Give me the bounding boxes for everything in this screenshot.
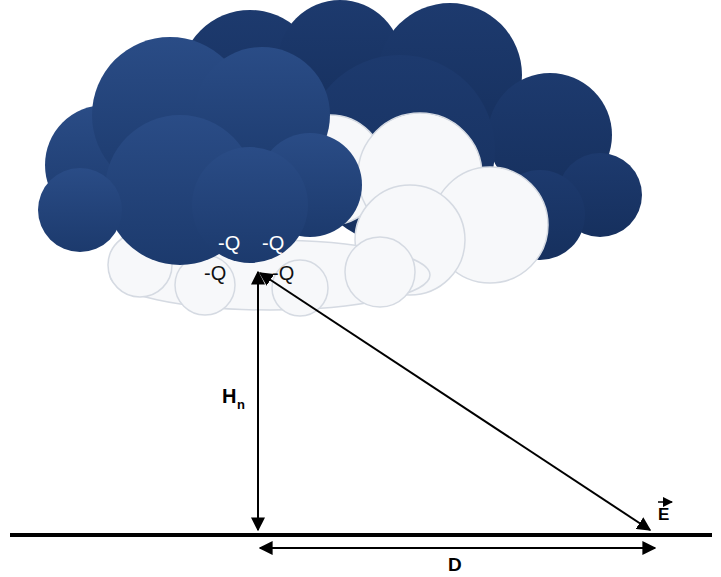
charge-label: -Q bbox=[272, 263, 294, 283]
height-arrow bbox=[257, 272, 259, 530]
dimension-arrow bbox=[260, 547, 655, 549]
charge-label: -Q bbox=[204, 263, 226, 283]
vector-arrow bbox=[658, 501, 672, 503]
height-label: H bbox=[222, 386, 236, 406]
charge-label: -Q bbox=[218, 233, 240, 253]
ground-line bbox=[10, 533, 712, 537]
charge-label: -Q bbox=[262, 233, 284, 253]
height-subscript: n bbox=[237, 398, 245, 411]
distance-vector-arrow bbox=[260, 273, 650, 530]
distance-label: D bbox=[448, 555, 462, 574]
front-cloud bbox=[38, 37, 362, 265]
field-label: E bbox=[658, 506, 669, 523]
